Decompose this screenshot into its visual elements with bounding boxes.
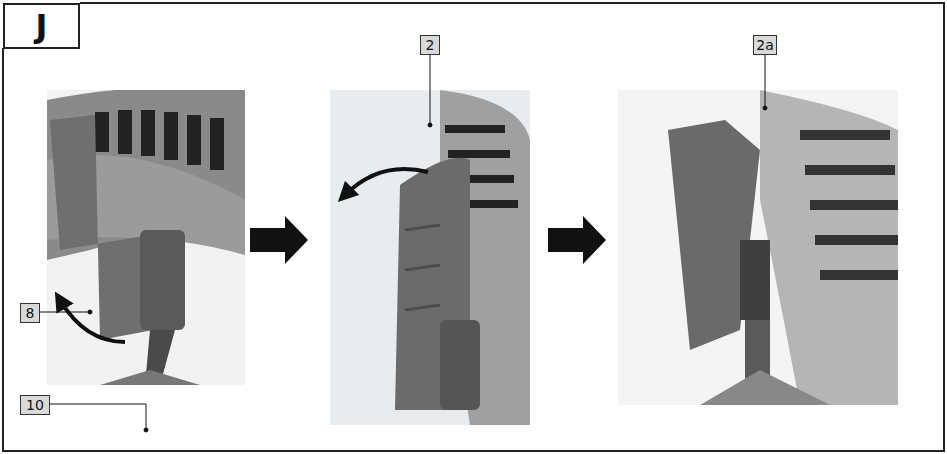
leader-lines <box>40 53 767 432</box>
panel-letter-box: J <box>3 3 80 49</box>
rotation-arrow <box>60 300 125 342</box>
step-arrow <box>548 216 606 264</box>
step-arrow <box>250 216 308 264</box>
rotation-arrow <box>345 169 428 195</box>
callout-number: 2 <box>420 35 440 55</box>
frame <box>3 3 944 451</box>
callout-number: 8 <box>20 303 40 323</box>
photo-clip-closed <box>47 90 245 385</box>
callout-number: 2a <box>753 35 777 55</box>
photo-clip-opening <box>330 90 530 425</box>
callout-number: 10 <box>20 395 50 415</box>
photo-clip-open <box>618 90 898 405</box>
panel-letter: J <box>36 7 48 45</box>
